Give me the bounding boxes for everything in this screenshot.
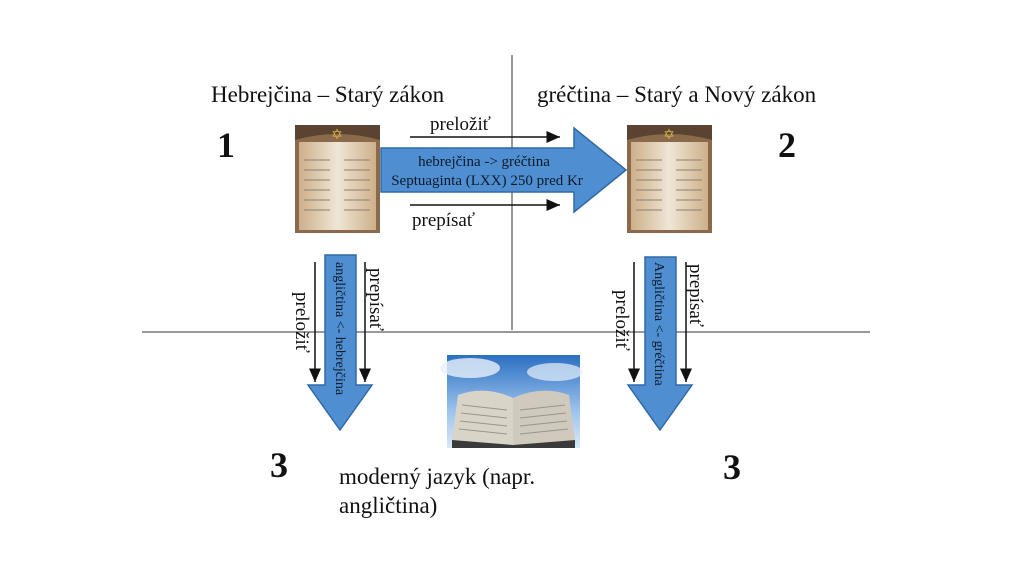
torah-scroll-icon: ✡ xyxy=(627,125,712,233)
number-3-right: 3 xyxy=(723,447,741,487)
hebrew-heading: Hebrejčina – Starý zákon xyxy=(211,82,445,107)
greek-heading: gréčtina – Starý a Nový zákon xyxy=(537,82,817,107)
left-arrow-transcribe-label: prepísať xyxy=(365,268,386,331)
hebrew-to-english-block-arrow xyxy=(306,254,374,432)
left-arrow-block-text: angličtina <- hebrejčina xyxy=(332,262,347,396)
transcribe-label-bottom: prepísať xyxy=(412,210,475,231)
block-arrow-line1: hebrejčina -> gréčtina xyxy=(418,154,550,170)
svg-text:✡: ✡ xyxy=(331,128,343,143)
block-arrow-line2: Septuaginta (LXX) 250 pred Kr xyxy=(391,173,583,189)
modern-language-line2: angličtina) xyxy=(339,493,438,518)
translate-label-top: preložiť xyxy=(430,114,491,135)
number-1: 1 xyxy=(217,125,235,165)
svg-text:✡: ✡ xyxy=(663,128,675,143)
hebrew-to-greek-block-arrow xyxy=(380,126,628,214)
left-arrow-translate-label: preložiť xyxy=(291,292,312,353)
modern-language-line1: moderný jazyk (napr. xyxy=(339,464,536,489)
right-arrow-translate-label: preložiť xyxy=(611,290,632,351)
open-bible-icon xyxy=(440,355,583,448)
right-arrow-transcribe-label: prepísať xyxy=(685,264,706,327)
number-2: 2 xyxy=(778,125,796,165)
right-arrow-block-text: Angličtina <- gréčtina xyxy=(651,262,666,387)
greek-to-english-block-arrow xyxy=(626,256,694,432)
number-3-left: 3 xyxy=(270,445,288,485)
torah-scroll-icon: ✡ xyxy=(295,125,380,233)
